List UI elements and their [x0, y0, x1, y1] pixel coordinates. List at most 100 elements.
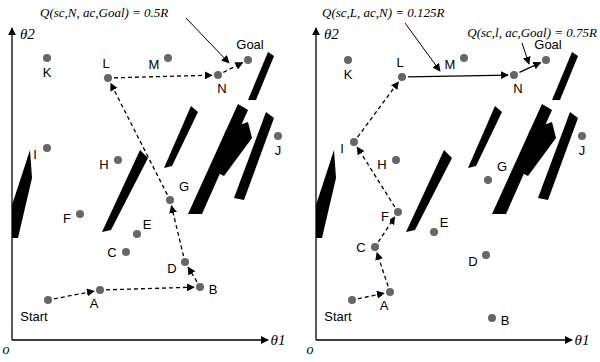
- point-label: C: [355, 241, 366, 254]
- axis-label: θ1: [575, 333, 590, 348]
- config-point: Start: [348, 296, 356, 304]
- path-arrow: [408, 75, 508, 77]
- axis: [316, 339, 572, 340]
- point-label: E: [142, 218, 153, 231]
- path-arrow: [358, 82, 399, 137]
- config-point: K: [43, 54, 51, 62]
- point-label: K: [343, 68, 354, 81]
- point-label: G: [496, 160, 508, 173]
- config-point: C: [122, 248, 130, 256]
- config-point: K: [344, 56, 352, 64]
- point-label: D: [166, 262, 177, 275]
- config-point: J: [274, 132, 282, 140]
- axis-label: θ2: [324, 27, 339, 42]
- point-label: B: [500, 314, 511, 327]
- config-point: M: [460, 54, 468, 62]
- axis: [11, 28, 12, 340]
- config-point: N: [214, 71, 222, 79]
- config-point: E: [133, 230, 141, 238]
- config-point: F: [76, 210, 84, 218]
- path-arrow: [111, 83, 168, 194]
- axis-label: θ1: [271, 333, 286, 348]
- config-point: C: [371, 243, 379, 251]
- point-label: A: [379, 299, 390, 312]
- config-point: N: [510, 71, 518, 79]
- point-label: F: [62, 212, 72, 225]
- axis: [12, 339, 268, 340]
- point-label: Goal: [533, 38, 562, 51]
- axis-label: o: [307, 343, 314, 357]
- config-point: B: [488, 314, 496, 322]
- point-label: N: [216, 82, 227, 95]
- point-label: I: [32, 148, 38, 161]
- point-label: B: [208, 283, 219, 296]
- obstacle: [552, 52, 578, 100]
- q-value-note: Q(sc,l, ac,Goal) = 0.75R: [467, 26, 597, 39]
- axis: [315, 28, 316, 340]
- right-panel: [316, 28, 578, 340]
- point-label: Start: [323, 310, 352, 323]
- obstacle: [12, 150, 32, 238]
- point-label: M: [444, 58, 457, 71]
- config-point: M: [164, 54, 172, 62]
- path-arrow: [188, 267, 197, 282]
- q-value-note: Q(sc,L, ac,N) = 0.125R: [322, 6, 445, 19]
- config-point: Start: [44, 296, 52, 304]
- config-point: J: [578, 132, 586, 140]
- config-point: B: [196, 283, 204, 291]
- point-label: I: [339, 142, 345, 155]
- config-point: D: [181, 258, 189, 266]
- point-label: L: [101, 57, 110, 70]
- point-label: K: [42, 66, 53, 79]
- config-point: D: [482, 251, 490, 259]
- q-value-note: Q(sc,N, ac,Goal) = 0.5R: [40, 6, 168, 19]
- point-label: M: [148, 58, 161, 71]
- config-point: G: [166, 196, 174, 204]
- point-label: N: [512, 82, 523, 95]
- point-label: Start: [19, 310, 48, 323]
- point-label: F: [380, 210, 390, 223]
- path-arrow: [171, 206, 183, 256]
- config-point: I: [350, 138, 358, 146]
- point-label: Goal: [235, 38, 264, 51]
- path-arrow: [114, 75, 212, 78]
- config-point: H: [114, 156, 122, 164]
- point-label: H: [98, 158, 109, 171]
- config-point: L: [398, 73, 406, 81]
- axis-label: o: [3, 343, 10, 357]
- config-point: Goal: [542, 56, 550, 64]
- obstacle: [164, 106, 198, 168]
- obstacle: [234, 112, 274, 200]
- obstacle: [406, 150, 452, 232]
- obstacles: [316, 52, 578, 238]
- point-label: A: [89, 297, 100, 310]
- config-point: G: [484, 176, 492, 184]
- leader-line: [405, 23, 440, 71]
- point-label: H: [376, 158, 387, 171]
- point-label: E: [439, 216, 450, 229]
- point-label: J: [274, 144, 283, 157]
- axis-label: θ2: [20, 27, 35, 42]
- config-point: F: [394, 208, 402, 216]
- config-point: L: [104, 74, 112, 82]
- config-point: A: [386, 288, 394, 296]
- path-arrow: [519, 63, 540, 73]
- point-label: C: [106, 246, 117, 259]
- obstacle: [538, 112, 578, 200]
- config-point: H: [392, 156, 400, 164]
- point-label: J: [578, 144, 587, 157]
- leader-line: [522, 43, 529, 64]
- left-panel: [12, 28, 274, 340]
- path-arrow: [357, 147, 395, 207]
- config-point: E: [430, 228, 438, 236]
- point-label: G: [178, 180, 190, 193]
- leader-line: [186, 18, 229, 63]
- path-arrow: [106, 287, 194, 290]
- config-point: A: [96, 286, 104, 294]
- obstacle: [316, 150, 336, 238]
- point-label: D: [467, 255, 478, 268]
- config-point: Goal: [244, 56, 252, 64]
- obstacles: [12, 52, 274, 238]
